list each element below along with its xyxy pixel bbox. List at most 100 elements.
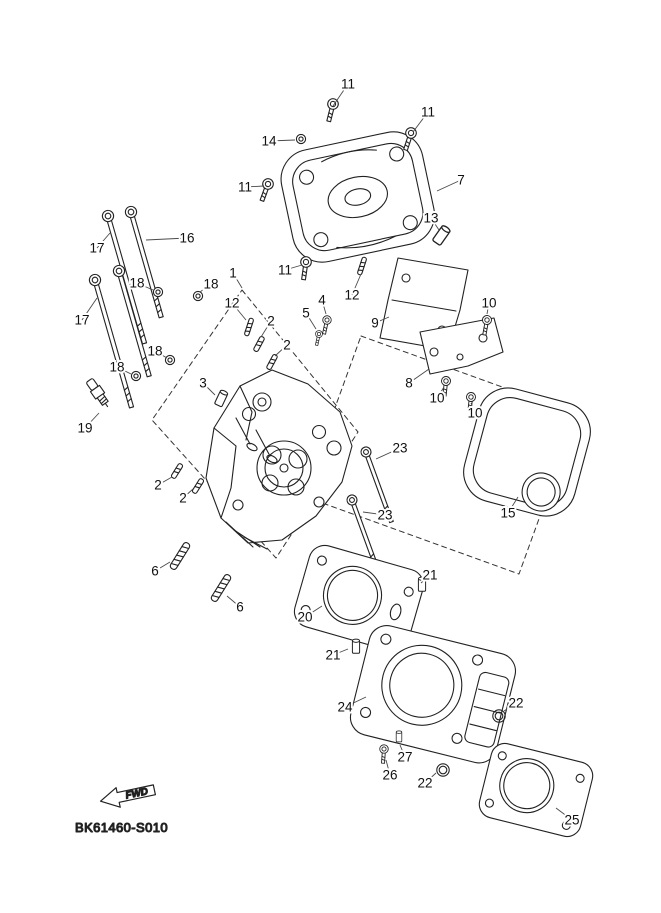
callout-17: 17 [89, 241, 104, 256]
callout-leader-22 [503, 702, 517, 712]
callout-11: 11 [278, 263, 292, 278]
callout-leader-22 [424, 772, 437, 784]
callout-12: 12 [344, 288, 359, 303]
callout-leader-2 [182, 488, 194, 499]
stud-6-a [168, 540, 192, 572]
callout-leader-18 [116, 366, 132, 375]
stud-2-a [252, 335, 266, 353]
callout-25: 25 [564, 813, 579, 828]
callout-leader-13 [430, 217, 440, 231]
washer-18-a [152, 286, 164, 298]
callout-leader-3 [202, 382, 216, 396]
callout-leader-10 [436, 386, 445, 399]
stud-2-c [170, 462, 184, 480]
bolt-26 [378, 744, 389, 764]
callout-5: 5 [302, 306, 310, 321]
cylinder-head-cover-part [280, 131, 436, 263]
diagram-code: BK61460-S010 [75, 820, 168, 835]
callout-leader-9 [374, 316, 390, 324]
callout-21: 21 [422, 568, 437, 583]
callout-26: 26 [382, 768, 397, 783]
callout-9: 9 [371, 316, 379, 331]
callout-leader-25 [555, 807, 573, 821]
callout-leader-23 [362, 511, 386, 516]
callout-23: 23 [377, 508, 392, 523]
callout-leader-6 [154, 561, 171, 572]
callout-8: 8 [405, 376, 413, 391]
group-box-head-assembly [151, 289, 359, 559]
callout-3: 3 [199, 376, 207, 391]
dowel-21-b [351, 638, 361, 654]
callout-leader-19 [84, 412, 100, 429]
callout-leader-7 [436, 179, 462, 192]
callout-leader-10 [470, 402, 476, 414]
callout-leader-18 [136, 282, 154, 291]
cylinder-part [349, 625, 517, 764]
oring-22-b [436, 763, 450, 777]
head-cover-gasket-part [463, 387, 591, 517]
callout-leader-11 [412, 111, 429, 133]
callout-leader-27 [399, 744, 406, 758]
callout-19: 19 [77, 421, 92, 436]
callout-2: 2 [179, 491, 187, 506]
pipe-3 [213, 388, 229, 408]
callout-leader-15 [507, 496, 519, 514]
callout-leader-8 [408, 368, 430, 384]
callout-leader-2 [157, 476, 173, 486]
washer-18-d [130, 370, 142, 382]
callout-10: 10 [481, 296, 496, 311]
head-gasket-part [293, 544, 425, 652]
callout-23: 23 [392, 441, 407, 456]
callout-17: 17 [74, 313, 89, 328]
stud-12-b [356, 256, 368, 276]
callout-13: 13 [423, 211, 438, 226]
callout-10: 10 [429, 391, 444, 406]
callout-leader-11 [244, 185, 265, 188]
bolt-11-a [323, 97, 340, 124]
callout-leader-24 [344, 696, 367, 708]
stud-6-b [209, 572, 233, 604]
callout-leader-2 [260, 320, 272, 338]
dowel-13 [431, 223, 452, 247]
callout-leader-18 [199, 283, 212, 293]
callout-21: 21 [325, 648, 340, 663]
callout-18: 18 [203, 277, 218, 292]
callout-6: 6 [151, 564, 159, 579]
callout-leader-18 [154, 350, 168, 359]
callout-leader-16 [145, 237, 188, 241]
spark-plug-part [86, 378, 109, 408]
callout-leader-5 [305, 312, 317, 330]
callout-2: 2 [267, 314, 275, 329]
stud-12-a [243, 317, 255, 337]
bolt-11-d [297, 255, 313, 281]
callout-leader-14 [268, 139, 296, 142]
callout-leader-4 [321, 299, 327, 315]
callout-2: 2 [154, 478, 162, 493]
callout-leader-21 [420, 574, 431, 584]
washer-14 [295, 133, 307, 145]
callout-leader-1 [232, 272, 243, 289]
dowel-27 [395, 730, 403, 743]
callout-12: 12 [224, 296, 239, 311]
callout-6: 6 [236, 600, 244, 615]
callout-1: 1 [229, 266, 237, 281]
washer-18-c [164, 354, 176, 366]
cylinder-head-part [205, 369, 353, 550]
callout-20: 20 [297, 610, 312, 625]
callout-leader-12 [231, 302, 247, 321]
washer-18-b [192, 290, 204, 302]
stud-2-d [191, 477, 205, 495]
callout-22: 22 [508, 696, 523, 711]
callout-7: 7 [457, 173, 465, 188]
callout-leader-11 [284, 264, 303, 271]
callout-leader-17 [81, 297, 98, 321]
callout-27: 27 [397, 750, 412, 765]
callout-leader-12 [351, 273, 362, 296]
callout-leader-20 [304, 605, 323, 618]
callout-11: 11 [238, 180, 252, 195]
callout-11: 11 [421, 105, 435, 120]
screw-5 [312, 329, 324, 347]
